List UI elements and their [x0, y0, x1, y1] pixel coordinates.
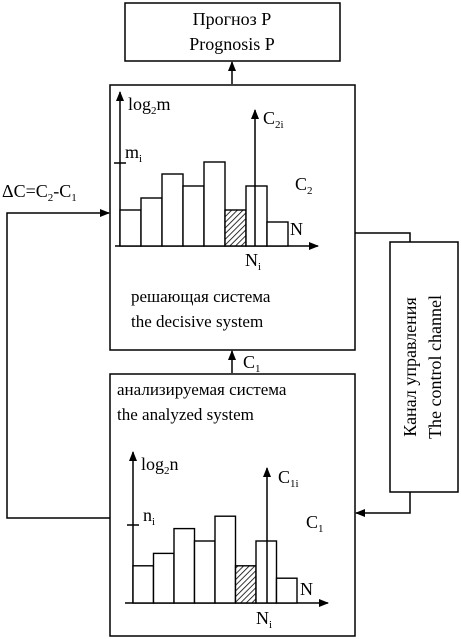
x-axis-label: N — [300, 579, 313, 599]
x-axis-label: N — [290, 219, 303, 239]
feedback-arrow — [6, 209, 110, 519]
control-channel-label-ru: Канал управления — [400, 297, 420, 436]
histogram-bar — [132, 565, 155, 604]
histogram-bar — [161, 173, 184, 247]
histogram-bar — [193, 540, 216, 604]
histogram-bar — [173, 527, 196, 604]
system-label: C2 — [295, 174, 313, 197]
system-label: C1 — [306, 512, 324, 535]
decisive-system-box: log2m mi C2i C2 N Ni решающая система th… — [109, 84, 356, 351]
highlighted-bar — [234, 565, 257, 604]
histogram-bar — [275, 577, 298, 604]
feedback-label: ΔC=C2-C1 — [2, 181, 77, 204]
y-axis-label: log2n — [141, 454, 179, 477]
arrow-c1: C1 — [228, 350, 261, 375]
highlighted-bar — [224, 209, 247, 247]
arrow-label: C2i — [263, 108, 284, 131]
level-label: ni — [143, 505, 155, 528]
control-channel-label-en: The control channel — [425, 295, 445, 439]
arrow-label: C1i — [278, 467, 299, 490]
histogram-bar — [140, 197, 163, 247]
analyzed-bars — [132, 515, 298, 604]
analyzed-histogram: log2n ni C1i C1 N Ni — [125, 451, 329, 631]
decisive-histogram: log2m mi C2i C2 N Ni — [114, 91, 319, 273]
analyzed-caption-en: the analyzed system — [117, 405, 254, 424]
histogram-bar — [203, 161, 226, 247]
marker-label: Ni — [256, 608, 272, 631]
analyzed-system-box: анализируемая система the analyzed syste… — [109, 373, 356, 637]
decisive-bars — [119, 161, 289, 247]
level-label: mi — [125, 142, 142, 165]
histogram-bar — [214, 515, 237, 604]
prognosis-box: Прогноз P Prognosis P — [124, 2, 341, 62]
analyzed-caption-ru: анализируемая система — [117, 380, 287, 399]
arrow-c1-label: C1 — [243, 352, 261, 375]
y-axis-label: log2m — [128, 94, 171, 117]
marker-label: Ni — [245, 250, 261, 273]
decisive-to-channel-line — [355, 232, 411, 242]
histogram-bar — [182, 185, 205, 247]
histogram-bar — [119, 209, 142, 247]
histogram-bar — [152, 552, 175, 604]
histogram-bar — [245, 185, 268, 247]
prognosis-label-en: Prognosis P — [189, 34, 275, 54]
histogram-bar — [266, 221, 289, 247]
decisive-caption-ru: решающая система — [131, 287, 271, 306]
decisive-caption-en: the decisive system — [131, 312, 263, 331]
prognosis-label-ru: Прогноз P — [193, 9, 272, 29]
channel-to-analyzed-arrow — [355, 492, 411, 517]
control-channel-box: Канал управления The control channel — [389, 241, 459, 493]
